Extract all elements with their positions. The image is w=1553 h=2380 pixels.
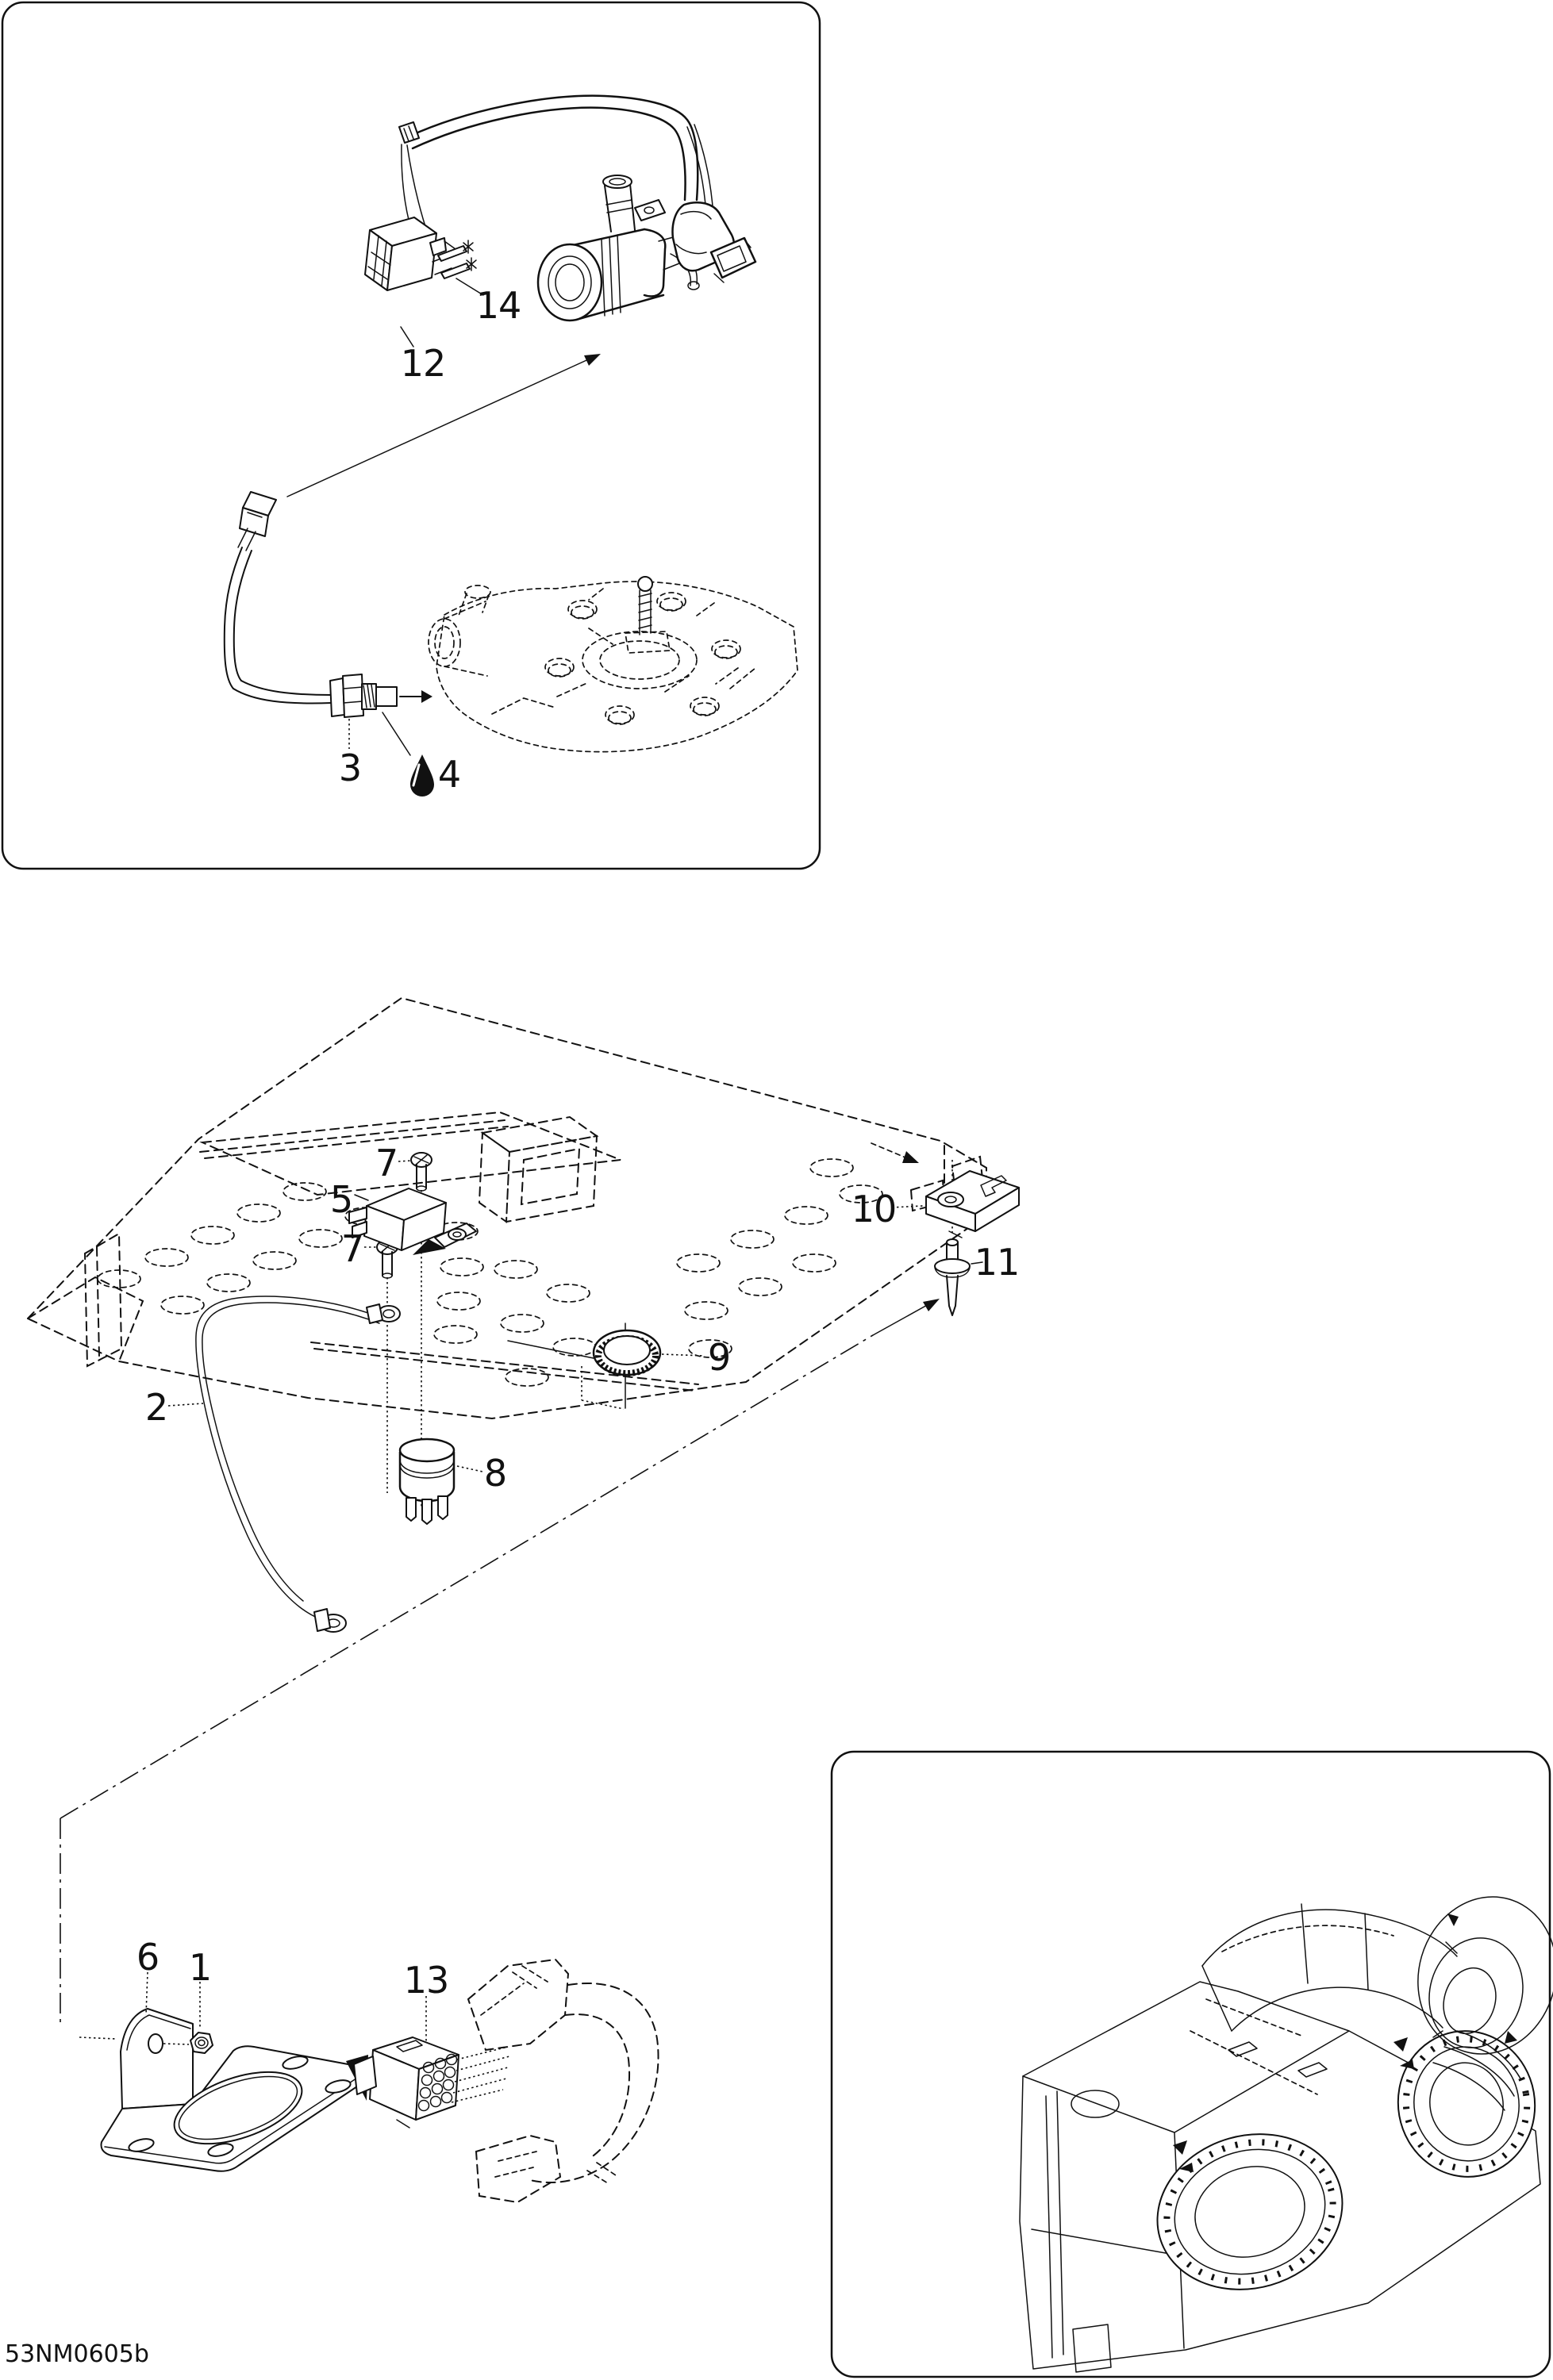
ground-wire-2 [195, 1296, 401, 1633]
leader-lines-top [348, 278, 484, 756]
bottom-inset-border [830, 1750, 1551, 2378]
frame-holes [97, 1158, 883, 1387]
sensor-8 [398, 1438, 456, 1525]
oil-drop-icon [410, 754, 434, 797]
bracket-6 [100, 2008, 371, 2172]
callout-2: 2 [144, 1386, 168, 1429]
callout-10: 10 [851, 1188, 898, 1230]
terminal-pins-14 [437, 240, 477, 279]
assembly-arrow [286, 354, 601, 497]
boot-connector [671, 202, 757, 283]
centerline [60, 1299, 940, 2040]
callout-11: 11 [974, 1241, 1021, 1284]
connector-12 [364, 217, 456, 291]
harness-13-phantom [451, 1958, 659, 2204]
engine-stud [625, 576, 671, 654]
figure-code: 53NM0605b [5, 2340, 149, 2368]
callout-5: 5 [329, 1178, 353, 1221]
callout-1: 1 [188, 1946, 212, 1989]
callout-8: 8 [483, 1452, 507, 1495]
air-silencer [1019, 1896, 1553, 2373]
module-10 [871, 1142, 1020, 1238]
chassis-frame-phantom [26, 996, 987, 1420]
connector-13 [346, 1996, 459, 2129]
rivet-11 [934, 1238, 971, 1316]
callout-9: 9 [707, 1336, 731, 1379]
connector-13-pins [417, 2053, 458, 2112]
callout-14: 14 [475, 284, 522, 327]
callout-6: 6 [136, 1936, 160, 1979]
engine-phantom [428, 576, 798, 753]
callout-7-upper: 7 [375, 1142, 398, 1184]
oxygen-sensor-3 [223, 491, 432, 718]
nut-1 [190, 2032, 213, 2054]
leader-lines-bracket [145, 1971, 201, 2045]
screw-7-lower [376, 1239, 398, 1493]
silencer-port-right [1393, 2030, 1536, 2178]
callout-12: 12 [400, 342, 447, 385]
harness-cable [398, 94, 721, 266]
callout-7-lower: 7 [340, 1227, 364, 1270]
trigger-ring-9 [507, 1322, 662, 1410]
callout-13: 13 [403, 1959, 450, 2002]
top-inset-border [1, 1, 821, 870]
leader-lines-middle [167, 1160, 983, 1472]
callout-4: 4 [437, 753, 461, 796]
relay-5 [348, 1188, 477, 1255]
callout-3: 3 [338, 747, 362, 789]
silencer-port-left [1156, 2133, 1343, 2290]
